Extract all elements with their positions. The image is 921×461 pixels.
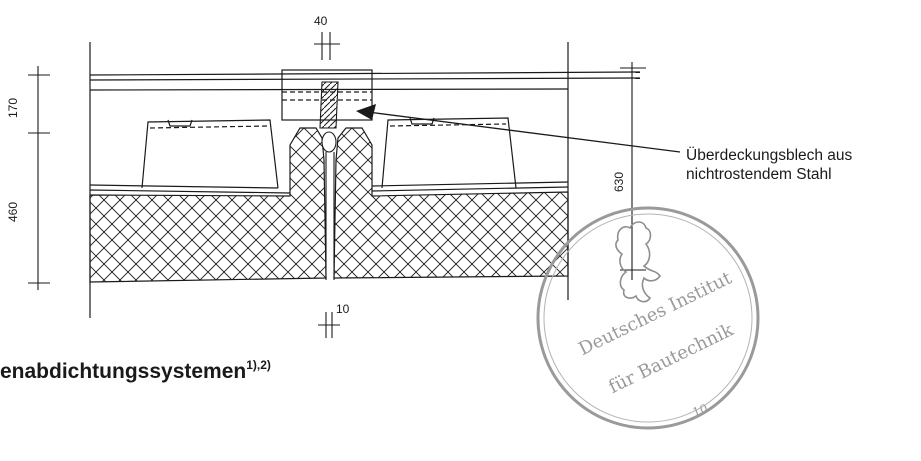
membrane-line xyxy=(371,186,569,192)
dim-label-top: 40 xyxy=(314,14,328,28)
top-layer-line xyxy=(89,71,641,76)
membrane-line xyxy=(89,189,291,194)
left-profile-notch xyxy=(167,119,193,127)
stamp-seal xyxy=(536,206,760,430)
top-layer-line xyxy=(89,77,641,81)
leader-arrow xyxy=(356,104,681,153)
annotation-line-2: nichtrostendem Stahl xyxy=(686,166,832,183)
dim-label-right: 630 xyxy=(612,171,626,192)
right-profile xyxy=(381,117,517,189)
insulation-right xyxy=(333,127,569,279)
section-heading-footnote: 1),2) xyxy=(246,358,271,372)
insulation-left xyxy=(89,127,327,283)
joint-sealant xyxy=(321,131,337,153)
bear-emblem xyxy=(615,221,661,303)
annotation-label: Überdeckungsblech aus nichtrostendem Sta… xyxy=(686,146,852,184)
annotation-line-1: Überdeckungsblech aus xyxy=(686,147,853,164)
dim-bottom-marker xyxy=(318,312,340,338)
membrane-line xyxy=(371,181,569,187)
dim-label-bottom: 10 xyxy=(336,302,350,316)
right-profile-dashed xyxy=(389,123,507,127)
dim-label-left-lower: 460 xyxy=(6,201,20,222)
right-profile-notch xyxy=(409,117,435,125)
left-profile-dashed xyxy=(149,125,269,129)
dim-top-marker xyxy=(314,32,340,60)
left-profile xyxy=(141,119,279,189)
membrane-line xyxy=(89,184,279,189)
section-heading-text: enabdichtungssystemen xyxy=(0,360,247,383)
stainless-cover-strip xyxy=(319,81,339,129)
section-heading: enabdichtungssystemen1),2) xyxy=(0,358,271,384)
dim-label-left-upper: 170 xyxy=(6,97,20,118)
dim-left-chain xyxy=(28,66,50,290)
